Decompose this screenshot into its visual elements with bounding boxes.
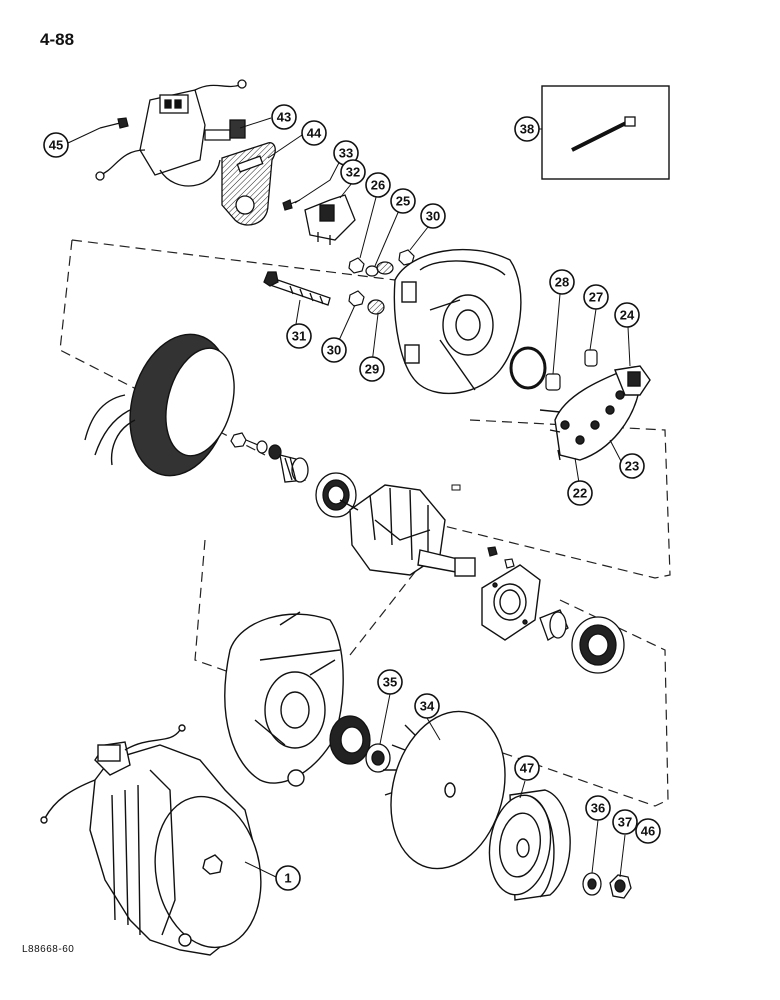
- callout-28: 28: [549, 269, 575, 295]
- callout-27: 27: [583, 284, 609, 310]
- svg-text:22: 22: [573, 486, 587, 501]
- pulley-washer: [582, 872, 602, 896]
- svg-text:43: 43: [277, 110, 291, 125]
- pin-27: [584, 349, 598, 367]
- callout-47: 47: [514, 755, 540, 781]
- nuts-washers-upper: [348, 249, 415, 277]
- figure-code: L88668-60: [22, 944, 75, 955]
- svg-text:32: 32: [346, 165, 360, 180]
- svg-text:33: 33: [339, 146, 353, 161]
- svg-text:35: 35: [383, 675, 397, 690]
- callout-32: 32: [340, 159, 366, 185]
- rear-housing-part: [393, 248, 522, 395]
- callouts: 45 43 44 33 32 26 25 30 38 31 30 29 28 2…: [43, 104, 661, 891]
- callout-24: 24: [614, 302, 640, 328]
- svg-text:24: 24: [620, 308, 635, 323]
- svg-text:28: 28: [555, 275, 569, 290]
- callout-23: 23: [619, 453, 645, 479]
- svg-text:47: 47: [520, 761, 534, 776]
- bushing-28: [545, 373, 561, 391]
- callout-31: 31: [286, 323, 312, 349]
- svg-text:29: 29: [365, 362, 379, 377]
- bearing-retainer-plate: [481, 564, 541, 641]
- svg-text:26: 26: [371, 178, 385, 193]
- o-ring: [509, 346, 547, 390]
- spacer-35: [365, 743, 391, 773]
- pulley-part: [488, 789, 571, 901]
- callout-22: 22: [567, 480, 593, 506]
- nut-washer-29-30: [348, 290, 385, 315]
- drive-end-bearing: [571, 616, 625, 674]
- gasket-part: [221, 142, 276, 226]
- rotor-nut-washer: [230, 432, 282, 460]
- tie-strap-box: [541, 85, 670, 180]
- svg-text:30: 30: [327, 343, 341, 358]
- svg-text:34: 34: [420, 699, 435, 714]
- callout-34: 34: [414, 693, 440, 719]
- callout-29: 29: [359, 356, 385, 382]
- through-bolt: [263, 271, 331, 306]
- svg-text:27: 27: [589, 290, 603, 305]
- callout-45: 45: [43, 132, 69, 158]
- svg-text:37: 37: [618, 815, 632, 830]
- page-number: 4-88: [40, 30, 75, 49]
- slip-ring-bearing: [315, 472, 357, 518]
- rectifier-bridge: [539, 365, 651, 461]
- collar-spacer: [279, 454, 309, 483]
- svg-text:31: 31: [292, 329, 306, 344]
- callout-25: 25: [390, 188, 416, 214]
- key-part: [451, 484, 461, 491]
- brush-holder-part: [304, 194, 356, 245]
- callout-30-upper: 30: [420, 203, 446, 229]
- svg-text:38: 38: [520, 122, 534, 137]
- drive-end-frame: [224, 611, 344, 787]
- callout-30-lower: 30: [321, 337, 347, 363]
- callout-35: 35: [377, 669, 403, 695]
- svg-text:46: 46: [641, 824, 655, 839]
- sleeve-part: [539, 609, 569, 641]
- svg-text:1: 1: [284, 871, 291, 886]
- svg-text:45: 45: [49, 138, 63, 153]
- fan-part: [383, 710, 506, 870]
- svg-text:25: 25: [396, 194, 410, 209]
- callout-37: 37: [612, 809, 638, 835]
- stator-part: [84, 333, 235, 477]
- callout-46: 46: [635, 818, 661, 844]
- callout-36: 36: [585, 795, 611, 821]
- callout-1: 1: [275, 865, 301, 891]
- callout-26: 26: [365, 172, 391, 198]
- svg-text:30: 30: [426, 209, 440, 224]
- callout-38: 38: [514, 116, 540, 142]
- callout-43: 43: [271, 104, 297, 130]
- seal-part: [329, 715, 371, 765]
- pulley-nut: [609, 874, 632, 899]
- svg-text:23: 23: [625, 459, 639, 474]
- regulator-part: [95, 79, 247, 187]
- svg-text:44: 44: [307, 126, 322, 141]
- retainer-screws: [487, 546, 515, 569]
- alternator-assembly: [40, 724, 262, 956]
- screw-45: [99, 117, 129, 129]
- callout-33: 33: [333, 140, 359, 166]
- callout-44: 44: [301, 120, 327, 146]
- rotor-part: [339, 484, 476, 577]
- svg-text:36: 36: [591, 801, 605, 816]
